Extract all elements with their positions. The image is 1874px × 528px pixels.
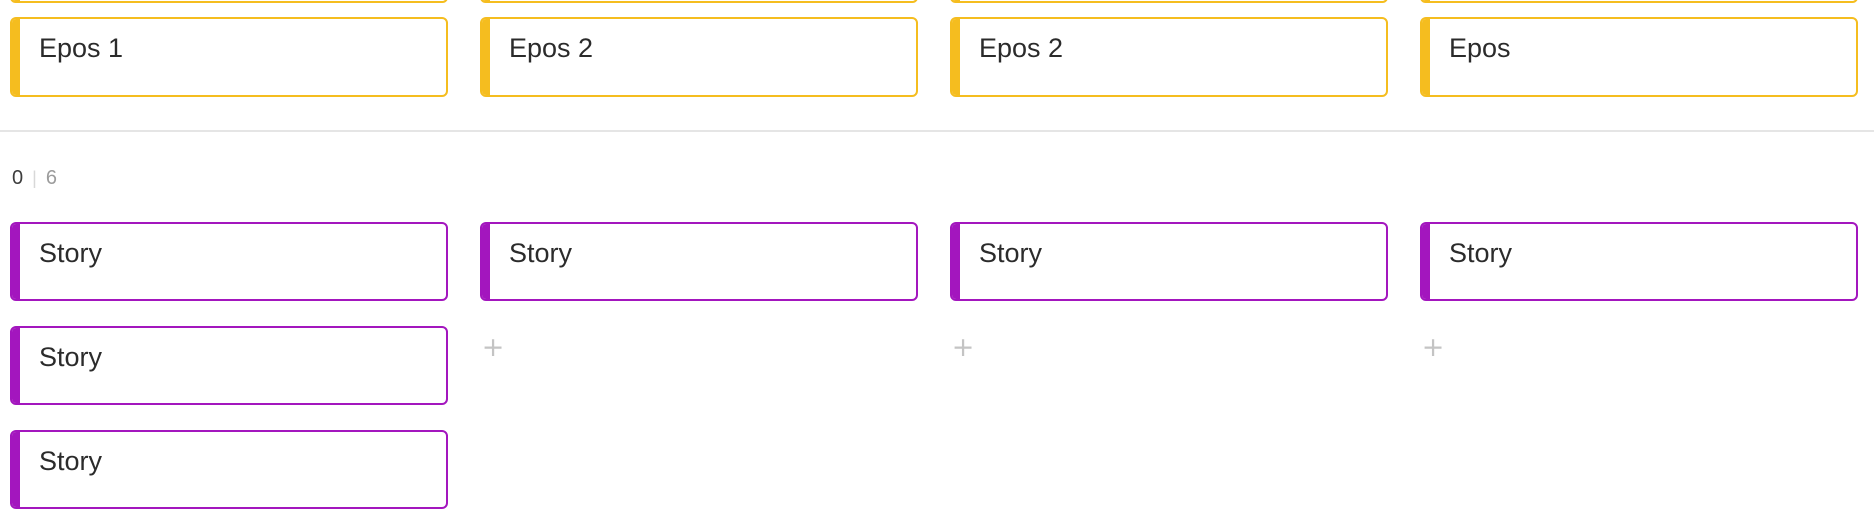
epic-card[interactable]: Epos 2: [950, 17, 1388, 97]
count-done: 0: [12, 167, 24, 189]
story-card[interactable]: Story: [1420, 222, 1858, 301]
plus-icon: +: [951, 331, 975, 363]
card-accent-bar: [1422, 224, 1430, 299]
row-divider: [0, 130, 1874, 132]
epic-card-label: Epos 1: [39, 33, 124, 63]
plus-icon: +: [1421, 331, 1445, 363]
card-accent-bar: [12, 224, 20, 299]
epic-card-partial: [1420, 0, 1858, 3]
plus-icon: +: [481, 331, 505, 363]
story-card[interactable]: Story: [10, 222, 448, 301]
count-total: 6: [45, 167, 57, 189]
story-count-badge: 0 | 6: [12, 166, 57, 190]
story-card-label: Story: [509, 238, 573, 268]
card-accent-bar: [952, 19, 960, 95]
epic-card-label: Epos: [1449, 33, 1511, 63]
card-accent-bar: [12, 328, 20, 403]
epic-card[interactable]: Epos 1: [10, 17, 448, 97]
story-card-label: Story: [39, 446, 103, 476]
epic-card-label: Epos 2: [979, 33, 1064, 63]
add-story-button[interactable]: +: [480, 333, 506, 361]
epic-card[interactable]: Epos: [1420, 17, 1858, 97]
card-accent-bar: [482, 224, 490, 299]
epic-card-partial: [950, 0, 1388, 3]
story-card[interactable]: Story: [950, 222, 1388, 301]
story-card-label: Story: [39, 342, 103, 372]
story-card[interactable]: Story: [10, 326, 448, 405]
card-accent-bar: [952, 0, 960, 1]
story-card[interactable]: Story: [10, 430, 448, 509]
card-accent-bar: [1422, 19, 1430, 95]
story-card-label: Story: [39, 238, 103, 268]
card-accent-bar: [952, 224, 960, 299]
card-accent-bar: [1422, 0, 1430, 1]
epic-card[interactable]: Epos 2: [480, 17, 918, 97]
story-card-label: Story: [1449, 238, 1513, 268]
card-accent-bar: [482, 0, 490, 1]
card-accent-bar: [12, 0, 20, 1]
count-separator: |: [32, 168, 37, 188]
card-accent-bar: [12, 19, 20, 95]
story-card[interactable]: Story: [480, 222, 918, 301]
story-card-label: Story: [979, 238, 1043, 268]
epic-card-partial: [10, 0, 448, 3]
epic-card-partial: [480, 0, 918, 3]
add-story-button[interactable]: +: [1420, 333, 1446, 361]
card-accent-bar: [482, 19, 490, 95]
card-accent-bar: [12, 432, 20, 507]
add-story-button[interactable]: +: [950, 333, 976, 361]
epic-card-label: Epos 2: [509, 33, 594, 63]
